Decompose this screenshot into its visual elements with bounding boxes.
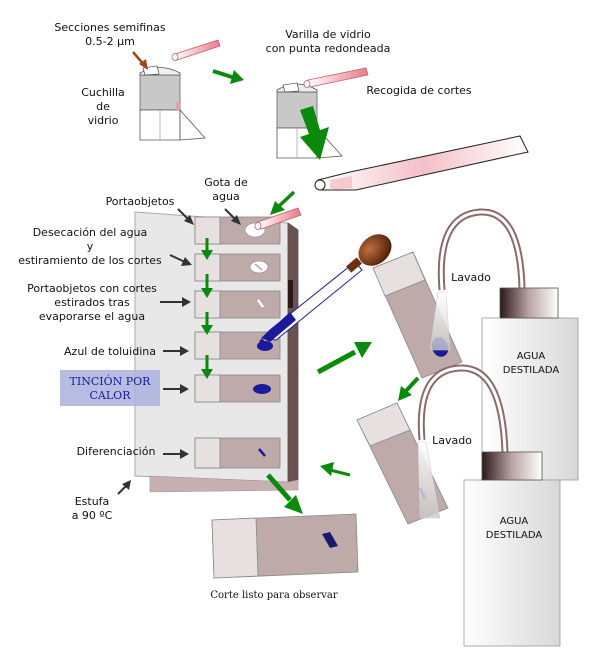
- drop-label-2: agua: [212, 190, 239, 203]
- staining-label-2: CALOR: [90, 389, 132, 402]
- green-arrow-wash-down: [398, 376, 420, 401]
- sections-label-2: 0.5-2 µm: [85, 35, 135, 48]
- drying-label-1: Desecación del agua: [33, 226, 148, 239]
- drying-label-3: estiramiento de los cortes: [18, 254, 162, 267]
- drying-label-2: y: [87, 240, 94, 253]
- toluidine-label: Azul de toluidina: [64, 345, 156, 358]
- sections-label-1: Secciones semifinas: [54, 21, 166, 34]
- final-label: Corte listo para observar: [210, 590, 337, 601]
- green-arrow-to-drop: [270, 190, 296, 215]
- oven-label-2: a 90 ºC: [72, 509, 113, 522]
- rod-label-2: con punta redondeada: [266, 42, 391, 55]
- bottle1-label-1: AGUA: [517, 351, 546, 362]
- green-arrows-down-slides: [201, 238, 213, 379]
- knife-label-3: vidrio: [88, 114, 119, 127]
- slide-5: [194, 374, 281, 403]
- wash-slide-1: [372, 251, 463, 379]
- section-pointer-arrow: [132, 51, 148, 70]
- glass-knife-1: [139, 65, 206, 141]
- glass-rod-small: [254, 207, 302, 230]
- stretched-label-1: Portaobjetos con cortes: [27, 282, 157, 295]
- knife-label-2: de: [96, 100, 110, 113]
- drop-label-1: Gota de: [204, 176, 248, 189]
- glass-rod-1: [171, 39, 221, 61]
- knife-label-1: Cuchilla: [81, 86, 125, 99]
- black-label-arrows: [117, 208, 241, 495]
- oven-label-1: Estufa: [75, 495, 110, 508]
- glass-rod-2: [303, 67, 369, 88]
- bottle2-label-1: AGUA: [500, 516, 529, 527]
- green-arrow-right-top: [212, 69, 244, 84]
- final-slide: [211, 513, 359, 579]
- rod-label-1: Varilla de vidrio: [285, 28, 371, 41]
- slide-6: [194, 437, 281, 469]
- green-arrow-down-big: [300, 106, 329, 160]
- bottle2-label-2: DESTILADA: [486, 530, 543, 541]
- dropper: [259, 234, 392, 349]
- green-arrow-to-wash: [316, 342, 372, 375]
- wash-bottle-2: [417, 364, 561, 647]
- differentiation-label: Diferenciación: [77, 445, 156, 458]
- stretched-label-3: evaporarse el agua: [39, 310, 145, 323]
- glass-rod-large: [314, 135, 529, 191]
- green-arrow-from-wash: [320, 462, 351, 477]
- slides-label: Portaobjetos: [106, 195, 175, 208]
- wash-label-2: Lavado: [432, 434, 472, 447]
- green-arrow-to-final: [266, 473, 303, 514]
- bottle1-label-2: DESTILADA: [503, 365, 560, 376]
- collection-label: Recogida de cortes: [366, 84, 472, 97]
- staining-label-1: TINCIÓN POR: [70, 374, 152, 388]
- stretched-label-2: estirados tras: [54, 296, 130, 309]
- wash-label-1: Lavado: [451, 271, 491, 284]
- staining-box: [60, 370, 160, 406]
